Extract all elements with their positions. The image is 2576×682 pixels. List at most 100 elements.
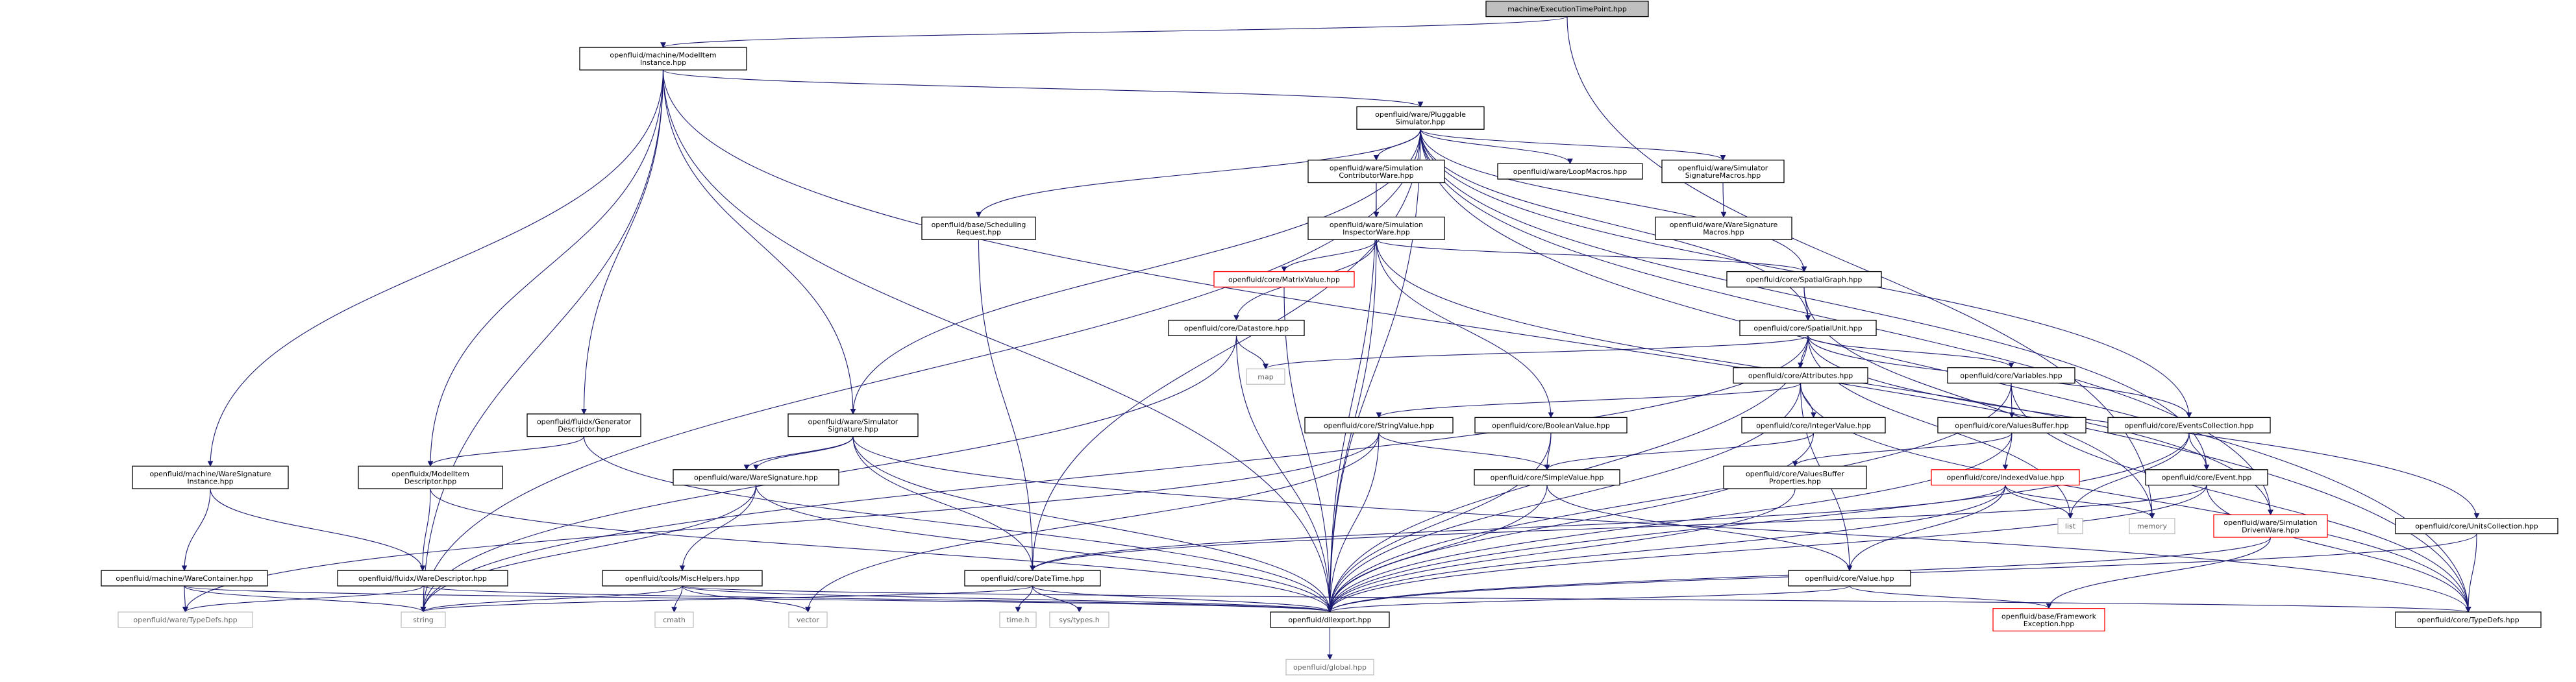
file-node-inspector[interactable]: openfluid/ware/SimulationInspectorWare.h…	[1307, 216, 1445, 240]
file-node-label: openfluid/machine/ModelItem	[610, 51, 716, 60]
file-node-spatialunit[interactable]: openfluid/core/SpatialUnit.hpp	[1739, 319, 1877, 336]
file-node-box	[1723, 465, 1867, 489]
file-node-coretypedefs[interactable]: openfluid/core/TypeDefs.hpp	[2395, 611, 2542, 628]
file-node-attributes[interactable]: openfluid/core/Attributes.hpp	[1733, 367, 1868, 384]
include-edge	[852, 436, 2471, 613]
file-node-label: openfluid/core/Datastore.hpp	[1184, 324, 1289, 332]
file-node-unitscoll[interactable]: openfluid/core/UnitsCollection.hpp	[2395, 518, 2558, 535]
file-node-box	[999, 611, 1037, 628]
include-edge	[1807, 335, 2014, 369]
file-node-label: openfluid/core/SpatialUnit.hpp	[1753, 324, 1862, 332]
file-node-box	[1246, 368, 1285, 385]
file-node-label: openfluid/core/TypeDefs.hpp	[2417, 616, 2519, 624]
include-edge	[1846, 485, 2006, 572]
include-edge	[184, 585, 1333, 613]
file-node-box	[2107, 417, 2271, 433]
file-node-label: DrivenWare.hpp	[2242, 526, 2299, 534]
include-edge	[2002, 433, 2012, 470]
file-node-label: openfluid/ware/Simulation	[1330, 221, 1423, 229]
file-node-box	[1307, 216, 1445, 240]
file-node-matrix[interactable]: openfluid/core/MatrixValue.hpp	[1213, 271, 1355, 287]
file-node-exec[interactable]: machine/ExecutionTimePoint.hpp	[1485, 1, 1649, 18]
include-edge	[420, 585, 683, 613]
file-node-label: openfluidx/ModelItem	[391, 470, 469, 478]
include-edge	[2188, 433, 2210, 470]
file-node-timeh[interactable]: time.h	[999, 611, 1037, 628]
include-edge	[2067, 433, 2190, 519]
file-node-intval[interactable]: openfluid/core/IntegerValue.hpp	[1741, 417, 1886, 433]
file-node-label: openfluid/core/ValuesBuffer.hpp	[1955, 421, 2068, 430]
file-node-waresig[interactable]: openfluid/ware/WareSignature.hpp	[673, 469, 839, 486]
file-node-label: ContributorWare.hpp	[1339, 171, 1413, 180]
file-node-valbuf[interactable]: openfluid/core/ValuesBuffer.hpp	[1937, 417, 2087, 433]
include-edge	[1327, 485, 2207, 613]
file-node-box	[1655, 216, 1792, 240]
file-node-waresiginst[interactable]: openfluid/machine/WareSignatureInstance.…	[132, 465, 289, 489]
file-node-string[interactable]: string	[401, 611, 446, 628]
file-node-box	[118, 611, 253, 628]
include-edge	[679, 485, 757, 572]
file-node-box	[1213, 271, 1355, 287]
file-node-label: machine/ExecutionTimePoint.hpp	[1507, 5, 1627, 14]
file-node-box	[1285, 659, 1374, 676]
file-node-label: Simulator.hpp	[1396, 118, 1446, 127]
include-edge	[182, 585, 188, 613]
file-node-label: Instance.hpp	[187, 477, 233, 485]
file-node-cmath[interactable]: cmath	[654, 611, 694, 628]
file-node-box	[1168, 319, 1305, 336]
file-node-sigmacros[interactable]: openfluid/ware/SimulatorSignatureMacros.…	[1661, 160, 1785, 184]
file-node-box	[2395, 611, 2542, 628]
file-node-label: memory	[2137, 522, 2167, 531]
file-node-vector[interactable]: vector	[788, 611, 828, 628]
file-node-variables[interactable]: openfluid/core/Variables.hpp	[1947, 367, 2075, 384]
file-node-memory[interactable]: memory	[2129, 518, 2175, 535]
file-node-label: openfluid/global.hpp	[1293, 663, 1367, 672]
file-node-stringval[interactable]: openfluid/core/StringValue.hpp	[1304, 417, 1454, 433]
file-node-event[interactable]: openfluid/core/Event.hpp	[2145, 469, 2268, 486]
file-node-box	[2057, 518, 2083, 535]
include-edge	[682, 585, 1333, 613]
file-node-eventscoll[interactable]: openfluid/core/EventsCollection.hpp	[2107, 417, 2271, 433]
file-node-warecontainer[interactable]: openfluid/machine/WareContainer.hpp	[101, 570, 268, 587]
include-edge	[1235, 335, 1333, 613]
file-node-label: openfluid/core/StringValue.hpp	[1324, 421, 1434, 430]
file-node-global[interactable]: openfluid/global.hpp	[1285, 659, 1374, 676]
file-node-map[interactable]: map	[1246, 368, 1285, 385]
file-node-systypes[interactable]: sys/types.h	[1049, 611, 1109, 628]
include-edge	[1327, 433, 2012, 613]
file-node-dllexport[interactable]: openfluid/dllexport.hpp	[1270, 611, 1390, 628]
file-node-valbufprops[interactable]: openfluid/core/ValuesBufferProperties.hp…	[1723, 465, 1867, 489]
include-edge	[1030, 485, 2207, 572]
file-node-simpleval[interactable]: openfluid/core/SimpleValue.hpp	[1474, 469, 1620, 486]
file-node-waredesc[interactable]: openfluid/fluidx/WareDescriptor.hpp	[337, 570, 508, 587]
file-node-label: openfluid/ware/LoopMacros.hpp	[1513, 167, 1627, 176]
file-node-indexed[interactable]: openfluid/core/IndexedValue.hpp	[1931, 469, 2080, 486]
file-node-contrib[interactable]: openfluid/ware/SimulationContributorWare…	[1307, 160, 1445, 184]
file-node-datastore[interactable]: openfluid/core/Datastore.hpp	[1168, 319, 1305, 336]
file-node-loop[interactable]: openfluid/ware/LoopMacros.hpp	[1497, 163, 1643, 180]
file-node-label: openfluid/core/BooleanValue.hpp	[1492, 421, 1610, 430]
file-node-waretypedefs[interactable]: openfluid/ware/TypeDefs.hpp	[118, 611, 253, 628]
file-node-datetime[interactable]: openfluid/core/DateTime.hpp	[964, 570, 1101, 587]
file-node-boolval[interactable]: openfluid/core/BooleanValue.hpp	[1474, 417, 1628, 433]
file-node-box	[1992, 608, 2105, 632]
file-node-mischelpers[interactable]: openfluid/tools/MiscHelpers.hpp	[602, 570, 763, 587]
file-node-box	[1739, 319, 1877, 336]
file-node-label: string	[413, 616, 434, 624]
file-node-list[interactable]: list	[2057, 518, 2083, 535]
include-edge	[1283, 287, 1333, 613]
file-node-label: Signature.hpp	[828, 425, 878, 433]
file-node-value[interactable]: openfluid/core/Value.hpp	[1788, 570, 1911, 587]
file-node-box	[337, 570, 508, 587]
include-edge	[1849, 585, 2052, 609]
file-node-spatialgraph[interactable]: openfluid/core/SpatialGraph.hpp	[1726, 271, 1882, 287]
